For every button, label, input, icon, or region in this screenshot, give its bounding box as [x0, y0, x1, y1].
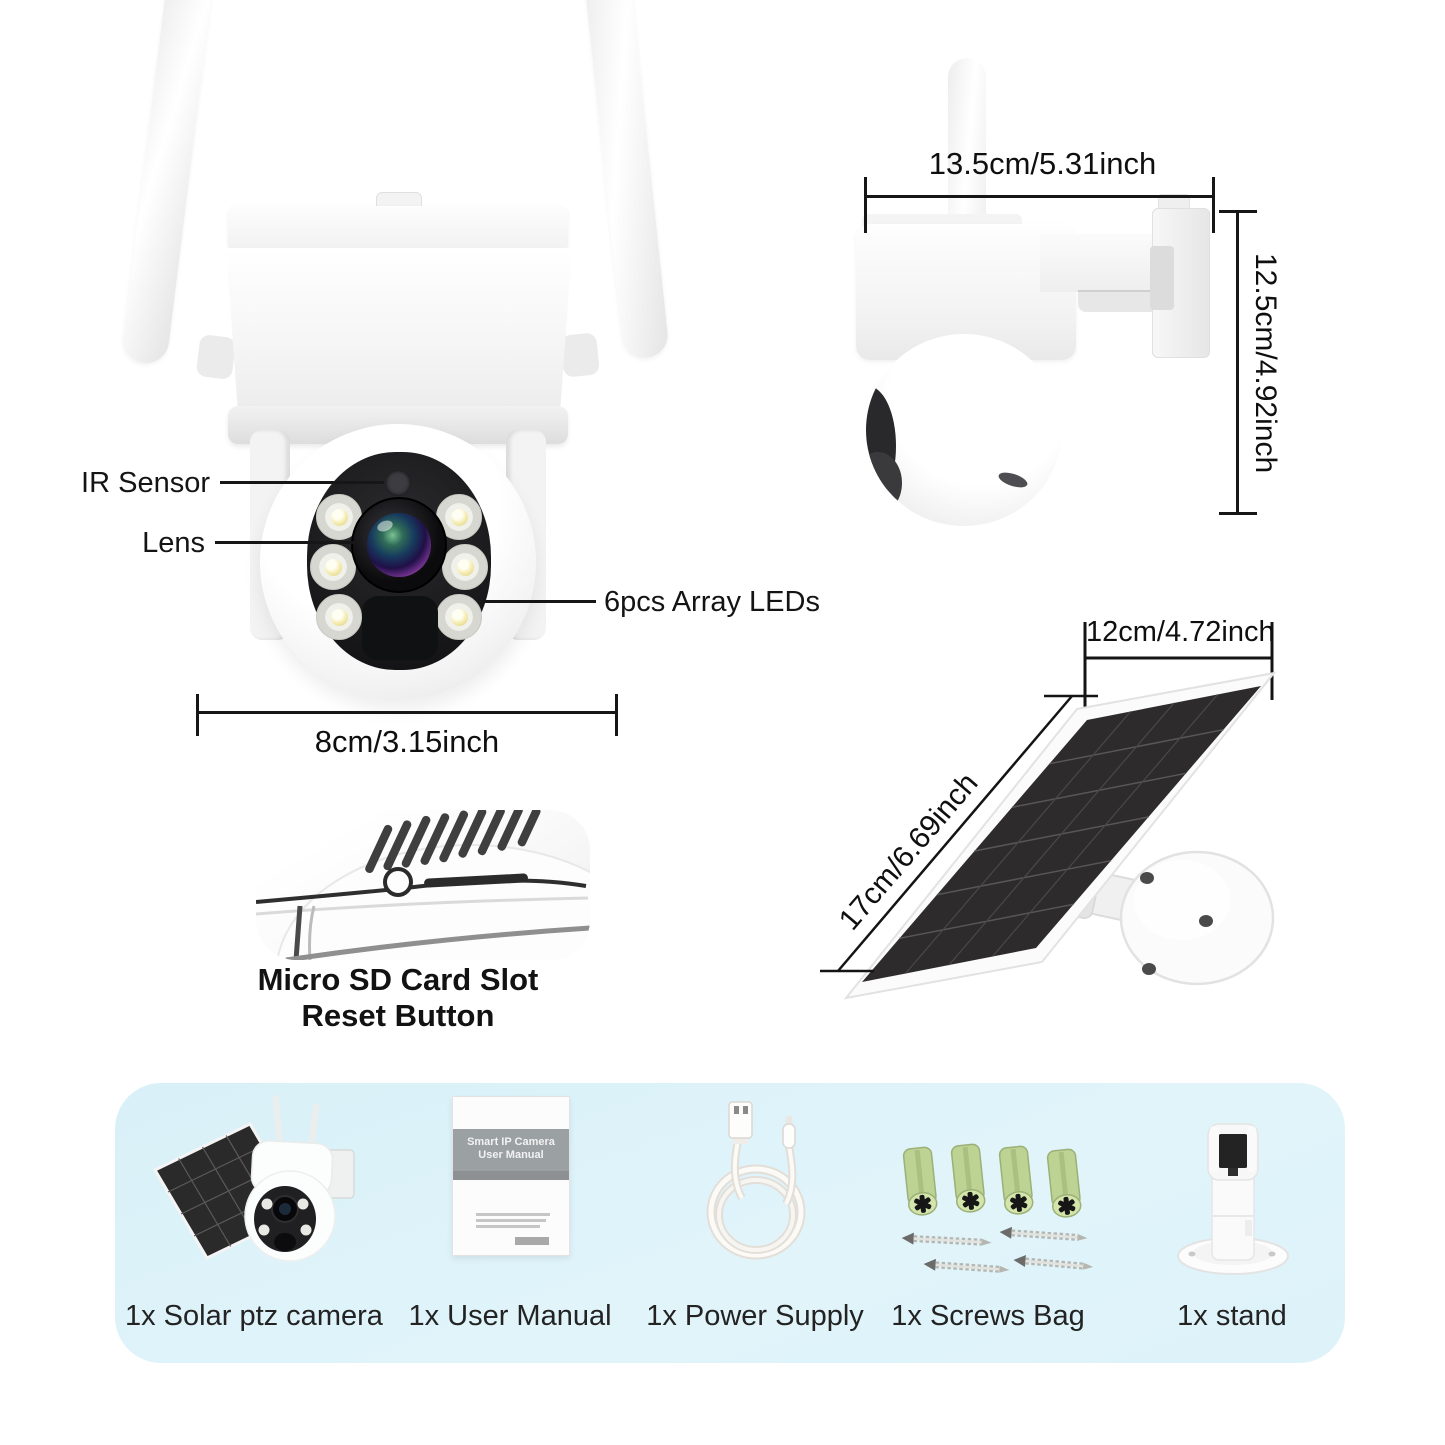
dim-tick	[196, 694, 199, 736]
panel-width-dim-text: 12cm/4.72inch	[1086, 616, 1275, 648]
package-item-label-user-manual: 1x User Manual	[408, 1300, 612, 1332]
side-height-dim-text: 12.5cm/4.92inch	[1249, 252, 1282, 474]
screws	[901, 1226, 1094, 1273]
user-manual-icon: Smart IP Camera User Manual	[452, 1096, 570, 1256]
sd-slot-drawing	[256, 810, 590, 960]
sd-slot-title-line2: Reset Button	[301, 998, 495, 1033]
usb-connector	[728, 1101, 753, 1139]
stand-icon	[1177, 1123, 1289, 1275]
led-core	[457, 559, 474, 576]
array-led	[316, 594, 362, 640]
led-core	[325, 559, 342, 576]
array-leds-label: 6pcs Array LEDs	[604, 586, 820, 618]
reset-button	[383, 867, 413, 897]
led-core	[331, 609, 348, 626]
led-core	[451, 509, 468, 526]
wall-plate-hook	[1150, 246, 1174, 310]
manual-cover-stripe	[453, 1171, 569, 1180]
manual-title-line2: User Manual	[478, 1149, 544, 1161]
front-width-dim-text: 8cm/3.15inch	[314, 724, 500, 759]
ir-sensor	[385, 470, 411, 496]
solar-camera-icon	[152, 1095, 355, 1262]
solar-panel-illustration	[820, 622, 1277, 1000]
front-width-dim-line	[197, 711, 617, 714]
vent-grille	[365, 810, 541, 874]
manual-logo-chip	[515, 1237, 549, 1245]
dim-tick	[1219, 210, 1257, 213]
package-item-label-screws-bag: 1x Screws Bag	[891, 1300, 1085, 1332]
side-height-dim-line	[1236, 211, 1239, 515]
side-head	[866, 334, 1062, 526]
leds-leader-line	[482, 600, 596, 603]
mount-arm	[1040, 234, 1170, 292]
speaker-hole	[996, 469, 1030, 491]
dim-tick	[1212, 177, 1215, 233]
lens-leader-line	[215, 541, 357, 544]
manual-text-bar	[476, 1225, 540, 1228]
side-face-wedge	[866, 452, 902, 514]
manual-text-bar	[476, 1219, 546, 1222]
led-core	[451, 609, 468, 626]
camera-top-cap	[228, 206, 568, 252]
package-item-label-power-supply: 1x Power Supply	[646, 1300, 864, 1332]
power-cable-icon	[706, 1101, 806, 1260]
manual-title-line1: Smart IP Camera	[467, 1136, 555, 1148]
ir-sensor-leader-line	[220, 481, 384, 484]
led-core	[331, 509, 348, 526]
sd-slot-illustration	[256, 810, 590, 960]
wall-anchors	[902, 1143, 1082, 1218]
dim-tick	[1219, 512, 1257, 515]
dc-plug	[782, 1123, 796, 1149]
dim-tick	[864, 177, 867, 233]
array-led	[442, 544, 488, 590]
panel-board	[843, 671, 1277, 1000]
sd-slot-title-line1: Micro SD Card Slot	[257, 962, 539, 997]
screws-icon	[901, 1143, 1094, 1273]
mount-arm-seam	[1078, 290, 1170, 293]
ir-sensor-label: IR Sensor	[81, 467, 210, 499]
camera-body	[226, 248, 572, 414]
mount-arm-notch	[1078, 292, 1170, 312]
lens-label: Lens	[142, 527, 205, 559]
side-width-dim-line	[866, 195, 1215, 198]
micro-sd-slot	[424, 873, 528, 888]
manual-cover-banner: Smart IP Camera User Manual	[453, 1129, 569, 1171]
manual-text-bar	[476, 1213, 550, 1216]
package-item-label-solar-camera: 1x Solar ptz camera	[125, 1300, 383, 1332]
pir-window	[362, 596, 438, 660]
side-width-dim-text: 13.5cm/5.31inch	[928, 146, 1157, 181]
package-item-label-stand: 1x stand	[1177, 1300, 1287, 1332]
dim-tick	[615, 694, 618, 736]
